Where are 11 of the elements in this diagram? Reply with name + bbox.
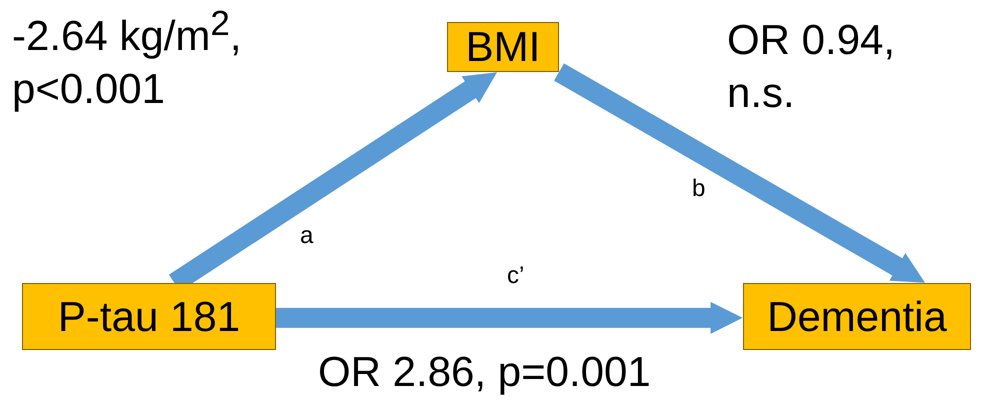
variable-box [743, 283, 971, 350]
statistic-text: -2.64 kg/m$^{2}$, p<0.001 [12, 3, 243, 114]
statistic-text: OR 2.86, p=0.001 [318, 347, 652, 397]
node-label: Dementia [767, 292, 947, 340]
variable-box [447, 22, 559, 72]
node-label: BMI [466, 23, 540, 71]
arrow [554, 63, 926, 283]
statistic-text: OR 0.94, n.s. [727, 15, 896, 118]
node-label: P-tau 181 [58, 292, 240, 340]
variable-box [22, 283, 276, 350]
arrow [276, 302, 743, 334]
